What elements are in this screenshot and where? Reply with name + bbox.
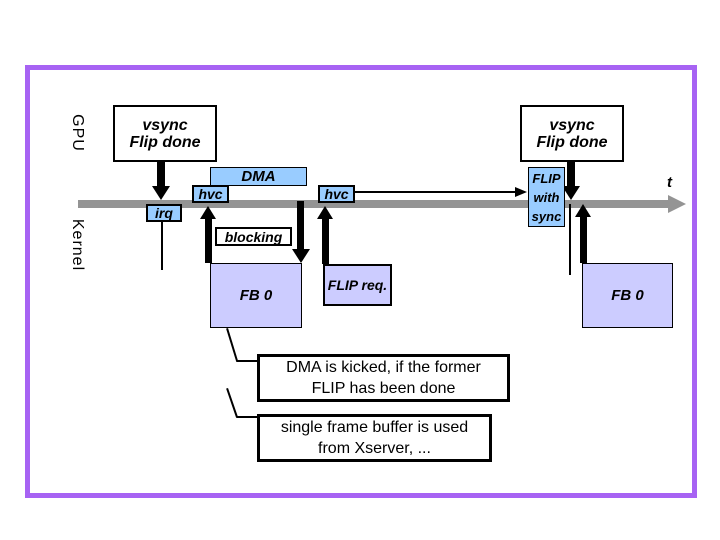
fb0-right-up-arrow-icon — [575, 204, 591, 217]
dma-box: DMA — [210, 167, 307, 186]
flip-with-sync-box: FLIP with sync — [528, 167, 565, 227]
irq-callout-line — [161, 222, 163, 270]
note1-line1: DMA is kicked, if the former — [286, 359, 481, 376]
flip-req-up-arrow-icon — [317, 206, 333, 219]
dma-down-arrow-shaft — [297, 201, 304, 250]
hvc-box-right: hvc — [318, 185, 355, 203]
note1-connector-horizontal — [237, 360, 257, 362]
vsync-line1: vsync — [142, 116, 188, 134]
fb0-box-right: FB 0 — [582, 263, 673, 328]
note-single-framebuffer: single frame buffer is used from Xserver… — [257, 414, 492, 462]
timeline-axis — [78, 200, 668, 208]
kernel-lane-label: Kernel — [69, 218, 86, 272]
vsync-flip-done-box-right: vsync Flip done — [520, 105, 624, 162]
flip-sync-line3: sync — [531, 208, 562, 224]
vsync-right-callout-line — [569, 204, 571, 275]
flip-sync-line2: with — [533, 189, 560, 205]
note-dma-kicked: DMA is kicked, if the former FLIP has be… — [257, 354, 510, 402]
blocking-box: blocking — [215, 227, 292, 246]
hvc-left-up-arrow-icon — [200, 206, 216, 219]
note2-connector-horizontal — [237, 416, 257, 418]
hvc-to-flip-arrow-line — [355, 191, 517, 193]
flip-req-box: FLIP req. — [323, 264, 392, 306]
fb0-right-up-arrow-shaft — [580, 216, 587, 263]
vsync-left-down-arrow-shaft — [157, 161, 165, 187]
irq-box: irq — [146, 204, 182, 222]
note2-line2: from Xserver, ... — [318, 440, 431, 457]
flip-sync-line1: FLIP — [532, 170, 561, 186]
hvc-left-up-arrow-shaft — [205, 218, 212, 263]
dma-down-arrow-icon — [292, 249, 310, 263]
gpu-lane-label: GPU — [69, 114, 86, 152]
vsync-flip-done-box-left: vsync Flip done — [113, 105, 217, 162]
vsync-right-down-arrow-shaft — [567, 161, 575, 187]
vsync-line2: Flip done — [536, 133, 608, 151]
vsync-line1: vsync — [549, 116, 595, 134]
hvc-to-flip-arrow-icon — [515, 187, 527, 197]
fb0-box-left: FB 0 — [210, 263, 302, 328]
timeline-arrowhead-icon — [668, 195, 686, 213]
vsync-right-down-arrow-icon — [562, 186, 580, 200]
vsync-left-down-arrow-icon — [152, 186, 170, 200]
hvc-box-left: hvc — [192, 185, 229, 203]
vsync-line2: Flip done — [129, 133, 201, 151]
note2-line1: single frame buffer is used — [280, 419, 469, 436]
flip-req-up-arrow-shaft — [322, 218, 329, 264]
slide-frame — [25, 65, 697, 498]
note1-line2: FLIP has been done — [311, 380, 456, 397]
time-axis-label: t — [667, 174, 672, 191]
